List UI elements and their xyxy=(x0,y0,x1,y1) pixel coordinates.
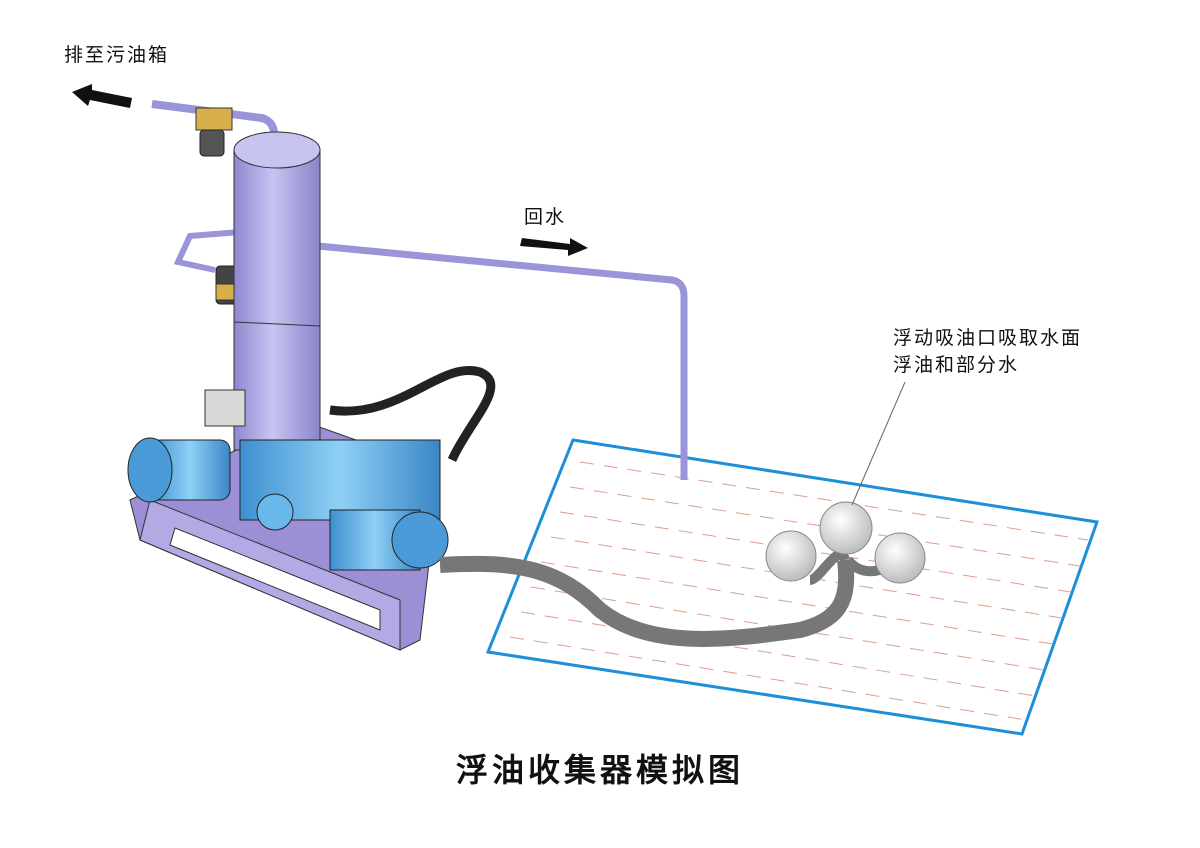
return-water-label: 回水 xyxy=(524,206,567,228)
separator-tank xyxy=(233,131,321,451)
diagram-title: 浮油收集器模拟图 xyxy=(455,751,744,789)
return-arrow-icon xyxy=(520,238,588,256)
float-note-line1: 浮动吸油口吸取水面 xyxy=(893,327,1083,349)
float-note-line2: 浮油和部分水 xyxy=(893,354,1020,376)
discharge-label: 排至污油箱 xyxy=(64,44,170,66)
connection-hose xyxy=(329,365,496,462)
solenoid-valve-top xyxy=(195,107,233,157)
electric-motor xyxy=(127,437,231,503)
water-surface-lines xyxy=(509,461,1089,721)
return-water-pipe xyxy=(317,242,688,480)
water-pool xyxy=(485,438,1100,736)
callout-line xyxy=(851,381,906,506)
floating-suction-head xyxy=(765,501,926,584)
suction-hose xyxy=(439,555,855,647)
discharge-arrow-icon xyxy=(72,84,132,108)
pump-unit xyxy=(204,389,449,571)
